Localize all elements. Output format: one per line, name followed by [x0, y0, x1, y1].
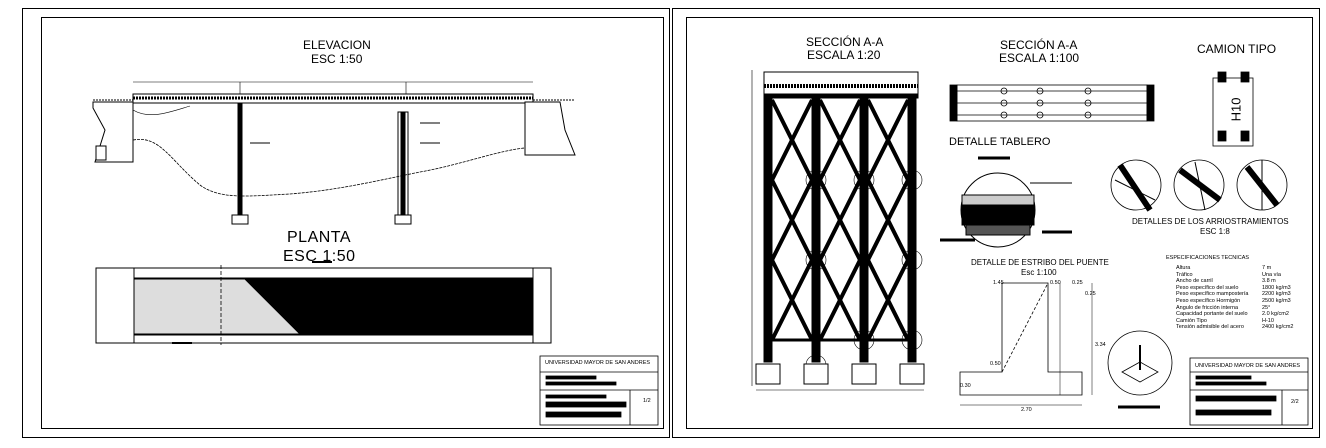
right-abutment [524, 101, 576, 156]
specs-row: Angulo de fricción interna 25° [1176, 304, 1294, 312]
section-tower [751, 70, 925, 391]
bracing-details-scale: ESC 1:8 [1200, 227, 1230, 236]
section-a-title: SECCIÓN A-A [806, 35, 884, 49]
specs-value: 3.8 m [1262, 278, 1276, 285]
specs-label: Tráfico [1176, 271, 1193, 278]
specs-value: 1800 kg/m3 [1262, 284, 1291, 291]
specs-row: Camión Tipo H-10 [1176, 317, 1294, 325]
title-block-1-sheet-no: 1/2 [643, 398, 651, 404]
specs-title: ESPECIFICACIONES TECNICAS [1166, 255, 1250, 261]
specs-label: Ancho de carril [1176, 278, 1213, 285]
elevation-title: ELEVACION [303, 38, 371, 52]
elevation-view [92, 81, 576, 225]
section-a-small [949, 84, 1155, 122]
specs-row: Tráfico Una vía [1176, 271, 1294, 279]
tower-top-deck [763, 71, 919, 95]
title-block-2-sheet-no: 2/2 [1291, 399, 1299, 405]
specs-label: Altura [1176, 265, 1191, 271]
title-block-1 [539, 355, 659, 426]
specs-row: Altura 7 m [1176, 265, 1294, 272]
dim-6: 0.50 [990, 361, 1001, 367]
plan-black-fill [243, 278, 533, 335]
dim-2: 0.50 [1050, 280, 1061, 286]
specs-row: Tensión admisible del acero 2400 kg/cm2 [1176, 325, 1294, 331]
specs-label: Angulo de fricción interna [1176, 304, 1239, 311]
deck-detail-title: DETALLE TABLERO [949, 136, 1051, 148]
section-b-scale: ESCALA 1:100 [999, 51, 1080, 65]
bracing-details-title: DETALLES DE LOS ARRIOSTRAMIENTOS [1132, 217, 1289, 226]
sheet-1-frame [41, 17, 664, 429]
dim-3: 0.25 [1072, 280, 1083, 286]
plan-view [95, 261, 552, 345]
abutment-detail [959, 282, 1093, 406]
sheet-2-frame [686, 17, 1313, 429]
specs-value: H-10 [1262, 317, 1274, 324]
specs-label: Camión Tipo [1176, 317, 1207, 324]
specs-value: 7 m [1262, 265, 1272, 271]
bracing-details [1110, 159, 1288, 212]
specs-row: Peso específico del suelo 1800 kg/m3 [1176, 284, 1294, 292]
section-a-scale: ESCALA 1:20 [807, 48, 881, 62]
specs-row: Peso específico mampostería 2200 kg/m3 [1176, 292, 1294, 298]
title-block-2 [1189, 357, 1309, 426]
specs-label: Tensión admisible del acero [1176, 324, 1244, 331]
dim-1: 1.45 [993, 280, 1004, 286]
specs-value: 2.0 kg/cm2 [1262, 311, 1289, 318]
truck-label: H10 [1228, 97, 1244, 122]
anchor-detail [1107, 330, 1173, 409]
specs-value: 2500 kg/m3 [1262, 298, 1291, 304]
section-b-title: SECCIÓN A-A [1000, 38, 1078, 52]
truck-type-figure [1212, 71, 1254, 147]
specs-value: 2200 kg/m3 [1262, 291, 1291, 298]
plan-title: PLANTA [287, 229, 352, 246]
specs-row: Ancho de carril 3.8 m [1176, 278, 1294, 285]
plan-scale: ESC 1:50 [283, 248, 356, 265]
specs-row: Peso específico Hormigón 2500 kg/m3 [1176, 298, 1294, 305]
deck-detail [940, 156, 1072, 248]
specs-row: Capacidad portante del suelo 2.0 kg/cm2 [1176, 311, 1294, 318]
abutment-detail-title: DETALLE DE ESTRIBO DEL PUENTE [971, 258, 1109, 267]
abutment-detail-scale: Esc 1:100 [1021, 268, 1057, 277]
dim-8: 2.70 [1021, 407, 1032, 413]
dim-7: 0.30 [960, 383, 971, 389]
tower-bracing [770, 99, 910, 341]
specs-value: 2400 kg/cm2 [1262, 324, 1294, 331]
dim-5: 3.34 [1095, 342, 1106, 348]
title-block-1-university: UNIVERSIDAD MAYOR DE SAN ANDRES [545, 360, 651, 366]
specs-value: Una vía [1262, 271, 1281, 278]
specs-value: 25° [1262, 304, 1271, 311]
terrain-line [132, 138, 526, 197]
dim-4: 0.25 [1085, 291, 1096, 297]
specs-label: Peso específico Hormigón [1176, 298, 1241, 304]
elevation-scale: ESC 1:50 [311, 52, 363, 66]
truck-title: CAMION TIPO [1197, 42, 1277, 56]
specs-label: Capacidad portante del suelo [1176, 311, 1248, 318]
specs-label: Peso específico mampostería [1176, 291, 1249, 298]
specs-label: Peso específico del suelo [1176, 284, 1239, 291]
title-block-2-university: UNIVERSIDAD MAYOR DE SAN ANDRES [1195, 363, 1301, 369]
